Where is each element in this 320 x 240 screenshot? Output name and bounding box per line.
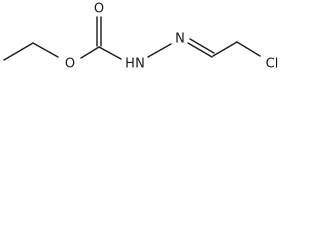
bond-ch2-cl [236, 41, 261, 57]
bond-imine-double-2 [189, 38, 215, 54]
ester-oxygen-label: O [65, 57, 75, 72]
bond-ethyl-ch3-ch2 [3, 42, 34, 61]
chemical-structure: O O N H N Cl [3, 2, 279, 72]
bond-o-carbonyl-carbon [80, 46, 100, 59]
bond-n-n [147, 43, 172, 58]
carbonyl-oxygen-label: O [94, 2, 104, 17]
amine-nitrogen-label: N [135, 57, 145, 72]
imine-nitrogen-label: N [175, 32, 185, 47]
bond-carbonyl-carbon-nh [98, 46, 122, 60]
amine-hydrogen-label: H [125, 57, 135, 72]
chlorine-label: Cl [266, 57, 279, 72]
bond-ethyl-ch2-o [32, 42, 59, 58]
bond-imine-double-1 [187, 42, 213, 58]
bond-ch-ch2 [212, 41, 238, 57]
